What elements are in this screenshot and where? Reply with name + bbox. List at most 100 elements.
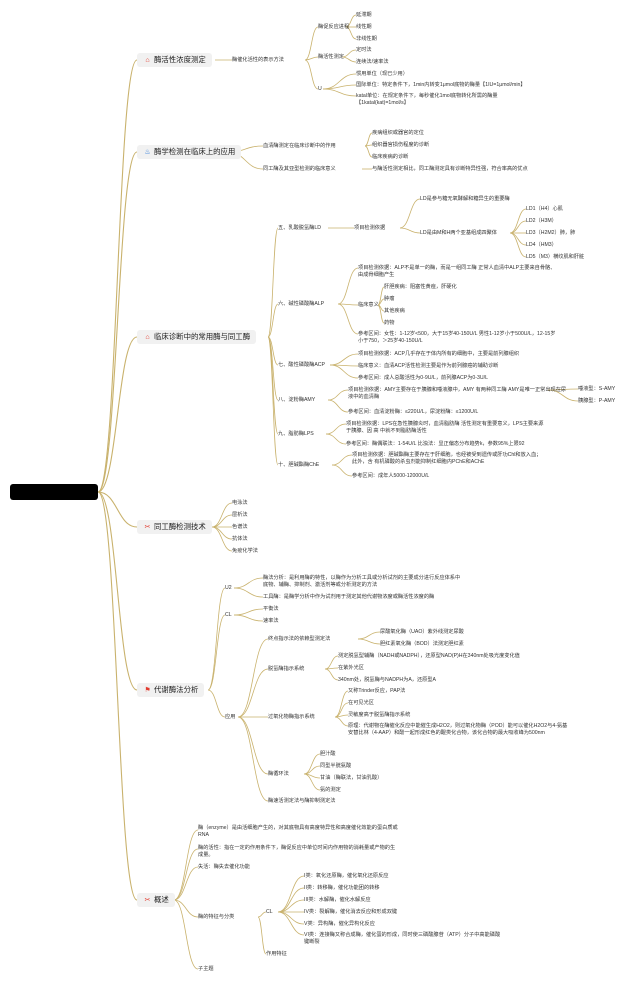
b2-serum-item[interactable]: 临床疾病的诊断 xyxy=(372,154,409,160)
b2-iso-desc[interactable]: 与酶活性测定相比，同工酶测定具有诊断特异性强，符合率高的优点 xyxy=(372,166,528,172)
b5-u2[interactable]: U2 xyxy=(225,585,232,591)
b6-class[interactable]: V类：异构酶，催化异构化反应 xyxy=(304,921,375,927)
b1-rp-item[interactable]: 延滞期 xyxy=(356,12,372,18)
b3-che-basis[interactable]: 项目检测依据：胆碱酯酶主要存在于肝细胞，也经被受到遗传或肝功Chl和放入血；此外… xyxy=(352,452,542,465)
b3-che[interactable]: 十、胆碱酯酶ChE xyxy=(278,462,320,468)
b6-feat[interactable]: 酶的特征与分类 xyxy=(198,914,235,920)
b3-ld-desc[interactable]: LD是参与糖无氧酵解和糖异生的重要酶 xyxy=(420,196,510,202)
b5-m2[interactable]: 脱氢酶指示系统 xyxy=(268,666,305,672)
b3-ld-desc[interactable]: LD是由M和H两个亚基组成四聚体 xyxy=(420,230,497,236)
b3-lps-basis[interactable]: 项目检测依据：LPS在急性胰腺炎时，血清脂肪酶 活性测定有重要意义，LPS主要来… xyxy=(346,421,544,434)
b3-ld-iso[interactable]: LD4（HM3） xyxy=(526,242,557,248)
b4-item[interactable]: 层析法 xyxy=(232,512,248,518)
b1-rp-item[interactable]: 非线性期 xyxy=(356,36,377,42)
b3-amy-type[interactable]: 胰腺型：P-AMY xyxy=(578,398,616,404)
b4-item[interactable]: 抗体法 xyxy=(232,536,248,542)
b3-lps-ref[interactable]: 参考区间：酶偶联法：1-54U/L 比浊法：显正偏态分布趋势k，参数95%上限9… xyxy=(346,441,525,447)
b3-che-ref[interactable]: 参考区间：成年人5000-12000U/L xyxy=(352,473,430,479)
b5-m3-item[interactable]: 在可见光区 xyxy=(348,700,374,706)
b3-alp[interactable]: 六、碱性磷酸酶ALP xyxy=(278,301,325,307)
b3-alp-clin-item[interactable]: 肝胆疾病：阻塞性黄疸，肝硬化 xyxy=(384,284,457,290)
b6-def[interactable]: 酶（enzyme）是由活细胞产生的，对其底物具有高度特异性和高度催化效能的蛋白质… xyxy=(198,825,398,838)
b5-m4-item[interactable]: 同型半胱氨酸 xyxy=(320,763,352,769)
b1-mm-item[interactable]: 定时法 xyxy=(356,47,372,53)
b3-amy[interactable]: 八、淀粉酶AMY xyxy=(278,397,316,403)
b3-ld-iso[interactable]: LD1（H4）心肌 xyxy=(526,206,563,212)
b6-class[interactable]: II类：转移酶，催化功能团的转移 xyxy=(304,885,380,891)
b3-alp-ref[interactable]: 参考区间：女性：1-12岁<500，大于15岁40-150U/L 男性1-12岁… xyxy=(358,331,556,344)
b6-function[interactable]: 作用特征 xyxy=(266,951,287,957)
b5-m4-item[interactable]: 氨的测定 xyxy=(320,787,341,793)
b3-ld-iso[interactable]: LD5（M3）横纹肌和肝脏 xyxy=(526,254,585,260)
b5-u2-item[interactable]: 酶法分析：是利用酶的特性，以酶作为分析工具或分析试剂的主要成分进行反应体系中底物… xyxy=(263,575,461,588)
b2-serum-item[interactable]: 组织器官损伤程度的诊断 xyxy=(372,142,430,148)
b6-def[interactable]: 酶的活性：指在一定的作用条件下，酶促反应中单位时间内作用物的消耗量或产物的生成量… xyxy=(198,845,396,858)
b5-cl[interactable]: CL xyxy=(225,612,232,618)
b5-m2-item[interactable]: 测定脱氢型辅酶（NADH或NADPH），还原型NAD(P)H在340nm处吸光度… xyxy=(338,653,520,659)
b3-ld-iso[interactable]: LD2（H3M） xyxy=(526,218,557,224)
b1-measure-method[interactable]: 酶活性测定 xyxy=(318,54,344,60)
b5-m2-item[interactable]: 340nm处，脱氢酶与NADPH为A，还原型A xyxy=(338,677,437,683)
root-node[interactable] xyxy=(10,484,98,500)
topic-isoenzyme-tech[interactable]: ✂同工酶检测技术 xyxy=(137,520,212,534)
topic-common-enzymes[interactable]: ⌂临床诊断中的常用酶与同工酶 xyxy=(137,330,257,344)
b5-cl-item[interactable]: 平衡法 xyxy=(263,606,279,612)
b3-alp-clin-item[interactable]: 肿瘤 xyxy=(384,296,395,302)
b6-class[interactable]: IV类：裂解酶，催化消去反应和形成双键 xyxy=(304,909,398,915)
b3-alp-clin-item[interactable]: 药物 xyxy=(384,320,395,326)
b6-class[interactable]: VI类：连接酶又称合成酶，催化蛋的形成，同时使三磷酸腺苷（ATP）分子中高能磷酸… xyxy=(304,932,501,945)
b1-u[interactable]: U xyxy=(318,86,322,92)
b3-lps[interactable]: 九、脂肪酶LPS xyxy=(278,431,314,437)
b5-app[interactable]: 应用 xyxy=(225,714,236,720)
b2-serum[interactable]: 血清酶测定在临床诊断中的作用 xyxy=(263,143,336,149)
b4-item[interactable]: 电泳法 xyxy=(232,500,248,506)
b5-m3[interactable]: 过氧化物酶指示系统 xyxy=(268,714,315,720)
b3-alp-clin[interactable]: 临床意义 xyxy=(358,302,379,308)
topic-enzyme-activity-measurement[interactable]: ⌂酶活性浓度测定 xyxy=(137,53,212,67)
topic-overview[interactable]: ✂概述 xyxy=(137,893,175,907)
b1-rp-item[interactable]: 线性期 xyxy=(356,24,372,30)
b6-sub[interactable]: 子主题 xyxy=(198,966,214,972)
b5-m5[interactable]: 酶速活测定法与酶抑制测定法 xyxy=(268,798,336,804)
b3-alp-clin-item[interactable]: 其他疾病 xyxy=(384,308,405,314)
topic-clinical-application[interactable]: ♨酶学检测在临床上的应用 xyxy=(137,145,242,159)
b5-m3-item[interactable]: 原理：代谢物在酶催化反应中能催生成H2O2，则过氧化物酶（POD）能可以催化H2… xyxy=(348,723,568,736)
b3-amy-basis[interactable]: 项目检测依据：AMY主要存在于胰腺和唾液腺中，AMY 有两种同工酶 AMY是唯一… xyxy=(348,387,567,400)
b3-acp-item[interactable]: 项目检测依据：ACP几乎存在于体内所有的细胞中，主要是前列腺组织 xyxy=(358,351,520,357)
b5-m4-item[interactable]: 甘油（酶联法，甘油乳酸） xyxy=(320,775,383,781)
b2-serum-item[interactable]: 疾病组织或器官的定位 xyxy=(372,130,424,136)
b3-acp[interactable]: 七、酸性磷酸酶ACP xyxy=(278,362,325,368)
b1-unit[interactable]: katal单位：在规定条件下，每秒催化1mol底物转化所需的酶量【1katal(… xyxy=(356,93,498,106)
b3-ld-item[interactable]: 项目检测依据 xyxy=(354,225,386,231)
b5-m4-item[interactable]: 胆汁酸 xyxy=(320,751,336,757)
b5-m4[interactable]: 酶循环法 xyxy=(268,771,289,777)
b4-item[interactable]: 免疫化学法 xyxy=(232,548,258,554)
b3-ld[interactable]: 五、乳酸脱氢酶LD xyxy=(278,225,321,231)
b1-unit[interactable]: 惯用单位（现已少用） xyxy=(356,71,408,77)
topic-metabolic-assay[interactable]: ⚑代谢酶法分析 xyxy=(137,683,205,697)
b5-m1-item[interactable]: 胆红素氧化酶（BOD）法测定胆红素 xyxy=(380,641,464,647)
b1-unit[interactable]: 国际单位：特定条件下，1min内转变1μmol底物的酶量【1IU=1μmol/m… xyxy=(356,82,526,88)
b3-acp-item[interactable]: 临床意义：血清ACP活性检测主要是作为前列腺癌的辅助诊断 xyxy=(358,363,499,369)
b5-m3-item[interactable]: 又称Trinder反应，PAP法 xyxy=(348,688,406,694)
b1-method[interactable]: 酶催化活性的表示方法 xyxy=(232,57,284,63)
b3-amy-ref[interactable]: 参考区间：血清淀粉酶：≤220U/L，尿淀粉酶：≤1200U/L xyxy=(348,409,479,415)
b4-item[interactable]: 色谱法 xyxy=(232,524,248,530)
b6-feat-cl[interactable]: CL xyxy=(266,909,273,915)
b5-m1-item[interactable]: 尿酸氧化酶（UAO）紫外线测定尿酸 xyxy=(380,629,464,635)
b1-reaction-process[interactable]: 酶促反应进程 xyxy=(318,24,350,30)
b3-alp-basis[interactable]: 项目检测依据：ALP不是单一的酶，而是一组同工酶 正常人血清中ALP主要来自骨骼… xyxy=(358,265,556,278)
b3-amy-type[interactable]: 唾液型：S-AMY xyxy=(578,386,616,392)
b3-ld-iso[interactable]: LD3（H2M2）肺，肺 xyxy=(526,230,576,236)
b5-m1[interactable]: 终点指示法的依赖型测定法 xyxy=(268,636,331,642)
b6-class[interactable]: III类：水解酶，催化水解反应 xyxy=(304,897,371,903)
b2-iso[interactable]: 同工酶及其亚型检测的临床意义 xyxy=(263,166,336,172)
b1-mm-item[interactable]: 连续法/速率法 xyxy=(356,59,389,65)
b3-acp-item[interactable]: 参考区间：成人总酸活性为0-9U/L，前列腺ACP为0-3U/L xyxy=(358,375,488,381)
b6-class[interactable]: I类：氧化还原酶，催化氧化还原反应 xyxy=(304,873,389,879)
b5-m3-item[interactable]: 灵敏度高于脱氢酶指示系统 xyxy=(348,712,411,718)
b6-def[interactable]: 失活：酶失去催化功能 xyxy=(198,864,250,870)
b5-m2-item[interactable]: 在紫外光区 xyxy=(338,665,364,671)
b5-cl-item[interactable]: 速率法 xyxy=(263,618,279,624)
b5-u2-item[interactable]: 工具酶：是酶学分析中作为试剂用于测定其他代谢物浓度或酶活性浓度的酶 xyxy=(263,594,435,600)
